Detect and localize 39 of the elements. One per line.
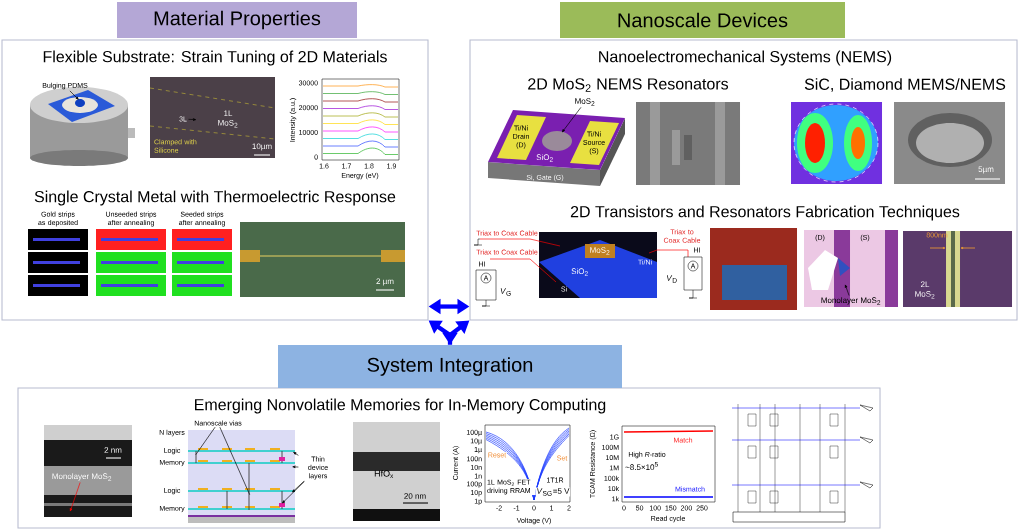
callout-label: Monolayer MoS$_{2}$: [52, 473, 112, 481]
image-label: SiO$_{2}$: [536, 154, 553, 162]
scale-bar-label: 20 nm: [404, 493, 426, 499]
image-label: 2L MoS$_{2}$: [915, 281, 935, 299]
layer-stack-drawing: [188, 430, 295, 523]
leader-line: [195, 426, 216, 456]
scale-bar-label: 2 µm: [376, 278, 394, 286]
image-label: HfO$_{x}$: [374, 470, 394, 478]
section-heading: Flexible Substrate: Strain Tuning of 2D Materials: [43, 50, 387, 66]
section-heading: 2D MoS$_{2}$ NEMS Resonators: [528, 78, 729, 92]
leader-line: [845, 284, 850, 296]
callout-label: MoS$_{2}$: [575, 98, 595, 106]
scale-bar-label: 5µm: [978, 166, 994, 174]
scale-bar-label: 10µm: [252, 143, 272, 151]
section-heading: 2D Transistors and Resonators Fabrication Techniques: [570, 205, 960, 221]
leader-line: [219, 426, 251, 496]
leader-line: [292, 465, 299, 469]
leader-line: [282, 480, 305, 504]
title-band: Material Properties: [117, 2, 357, 38]
nems-device-drawing: [488, 110, 625, 186]
title-band: System Integration: [278, 345, 622, 388]
image-label: V$_{D}$: [667, 275, 677, 283]
image-label: V$_{G}$: [500, 288, 511, 296]
section-heading: SiC, Diamond MEMS/NEMS: [804, 78, 1006, 92]
leader-line: [69, 482, 81, 512]
section-heading: Emerging Nonvolatile Memories for In-Memory Computing: [195, 398, 606, 414]
scale-bar-label: 2 nm: [104, 447, 122, 453]
image-label: 1L MoS$_{2}$: [218, 110, 238, 128]
leader-line: [188, 118, 197, 121]
section-heading: Nanoelectromechanical Systems (NEMS): [599, 50, 892, 66]
plot-annotation: ~8.5×10$^{5}$: [625, 462, 658, 470]
section-heading: Single Crystal Metal with Thermoelectric Response: [34, 190, 396, 206]
image-label: SiO$_{2}$: [571, 268, 588, 276]
plot-annotation: V$_{SG}$=5 V: [535, 487, 571, 497]
microscope-photo: [149, 77, 276, 158]
leader-line: [69, 90, 79, 100]
image-label: MoS$_{2}$: [590, 247, 610, 255]
leader-line: [293, 451, 299, 456]
title-band: Nanoscale Devices: [560, 2, 845, 38]
